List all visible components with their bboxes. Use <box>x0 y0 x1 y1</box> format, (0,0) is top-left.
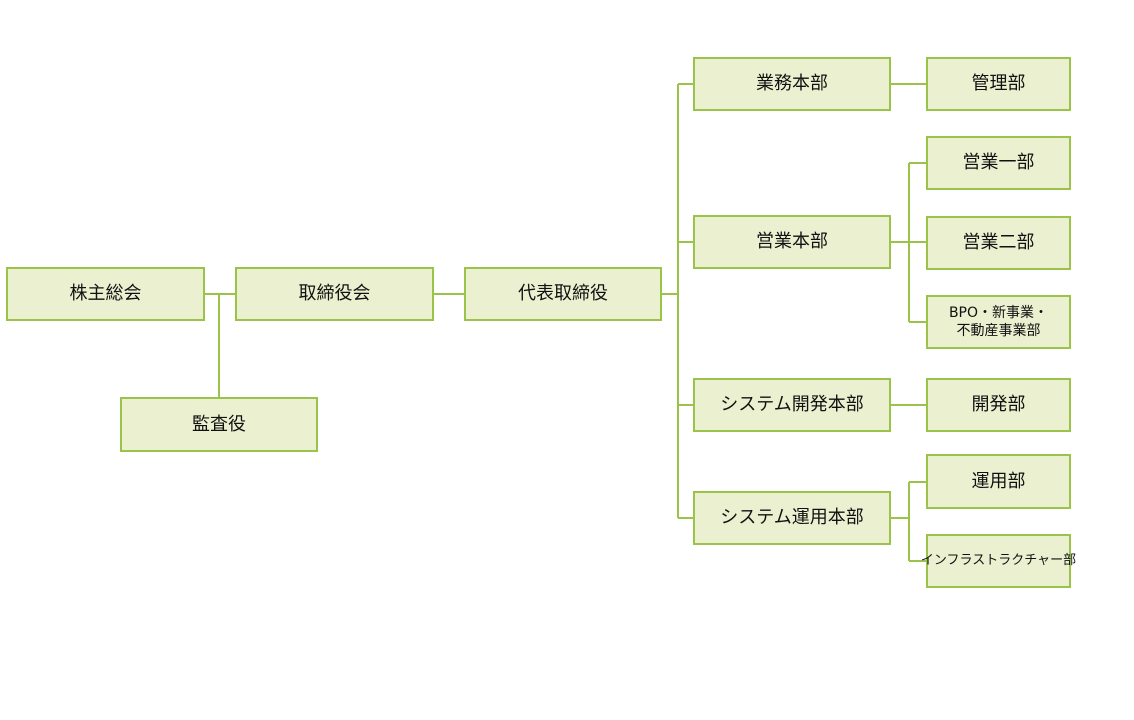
node-sysops-hq: システム運用本部 <box>693 491 891 545</box>
node-president: 代表取締役 <box>464 267 662 321</box>
node-shareholders: 株主総会 <box>6 267 205 321</box>
node-ops-dept: 運用部 <box>926 454 1071 509</box>
node-admin-dept: 管理部 <box>926 57 1071 111</box>
node-infra-dept: インフラストラクチャー部 <box>921 534 1076 588</box>
node-bpo-line2: 不動産事業部 <box>956 323 1041 339</box>
node-bpo: BPO・新事業・ 不動産事業部 <box>926 295 1071 349</box>
node-bpo-line1: BPO・新事業・ <box>948 304 1049 321</box>
node-business-hq: 業務本部 <box>693 57 891 111</box>
node-dev-dept: 開発部 <box>926 378 1071 432</box>
node-board: 取締役会 <box>235 267 434 321</box>
node-sales-1: 営業一部 <box>926 136 1071 190</box>
node-sales-2: 営業二部 <box>926 216 1071 270</box>
node-sales-hq: 営業本部 <box>693 215 891 269</box>
node-auditor: 監査役 <box>120 397 318 452</box>
node-sysdev-hq: システム開発本部 <box>693 378 891 432</box>
